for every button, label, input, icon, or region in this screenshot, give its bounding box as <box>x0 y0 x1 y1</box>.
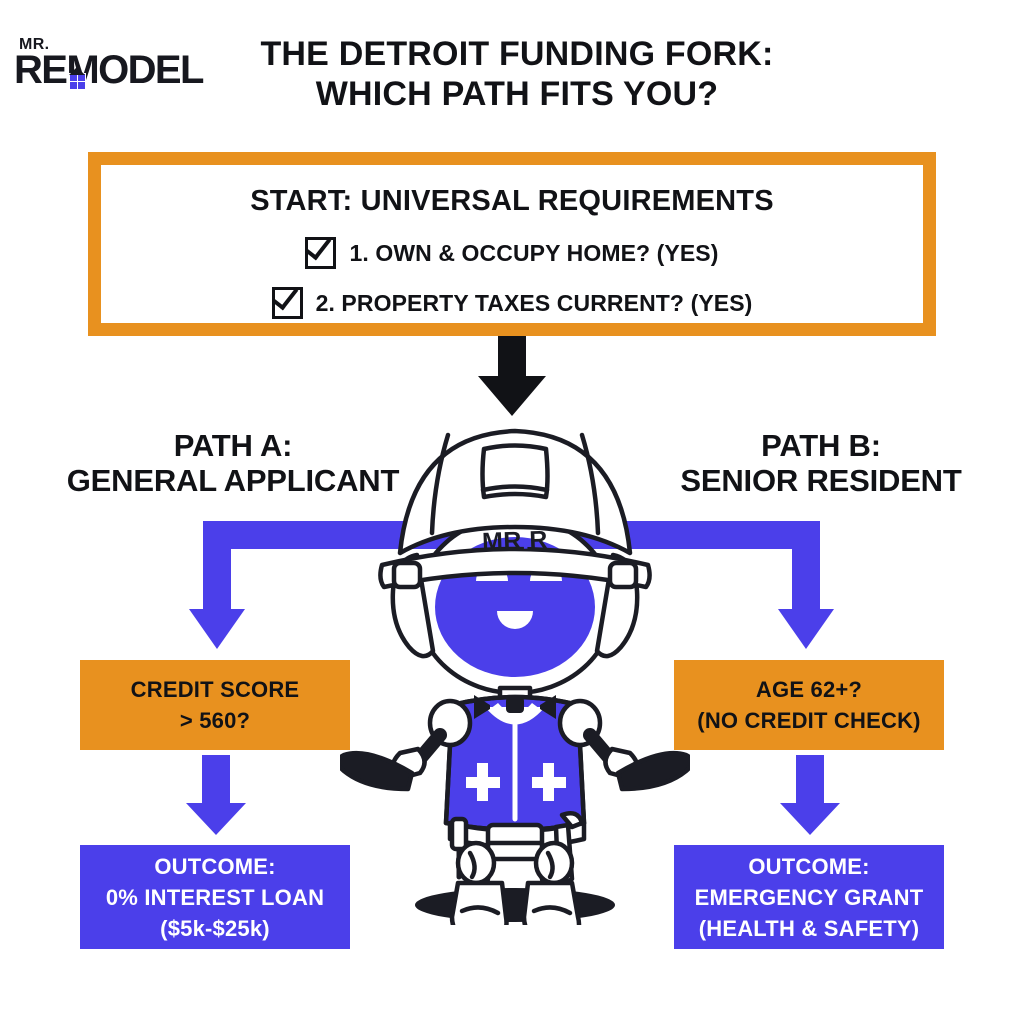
path-a-outcome-line-2: 0% INTEREST LOAN <box>105 884 325 910</box>
start-box-title: START: UNIVERSAL REQUIREMENTS <box>250 185 774 217</box>
path-b-heading: PATH B: SENIOR RESIDENT <box>646 428 996 498</box>
path-a-heading-line-1: PATH A: <box>173 428 293 463</box>
path-b-outcome-box: OUTCOME: EMERGENCY GRANT (HEALTH & SAFET… <box>674 845 944 949</box>
path-a-outcome-line-3: ($5k-$25k) <box>160 915 270 941</box>
path-b-outcome-line-1: OUTCOME: <box>748 853 870 879</box>
path-a-decision-line-1: CREDIT SCORE <box>130 677 300 702</box>
path-a-decision-line-2: > 560? <box>179 708 251 733</box>
page-title: THE DETROIT FUNDING FORK: WHICH PATH FIT… <box>232 34 802 114</box>
arrow-down-icon <box>186 755 246 837</box>
path-a-heading: PATH A: GENERAL APPLICANT <box>58 428 408 498</box>
path-b-decision-line-2: (NO CREDIT CHECK) <box>697 708 921 733</box>
checkbox-checked-icon <box>271 287 303 319</box>
logo-mr-text: MR. <box>19 36 50 53</box>
path-a-outcome-box: OUTCOME: 0% INTEREST LOAN ($5k-$25k) <box>80 845 350 949</box>
requirement-row: 2. PROPERTY TAXES CURRENT? (YES) <box>101 287 923 319</box>
path-b-decision-line-1: AGE 62+? <box>755 677 863 702</box>
start-requirements-box: START: UNIVERSAL REQUIREMENTS 1. OWN & O… <box>88 152 936 336</box>
path-b-heading-line-1: PATH B: <box>761 428 881 463</box>
logo-remodel-text: REMODEL <box>14 48 204 92</box>
page-title-line-2: WHICH PATH FITS YOU? <box>315 75 719 113</box>
arrow-down-icon <box>780 755 840 837</box>
path-a-decision-box: CREDIT SCORE > 560? <box>80 660 350 750</box>
arrow-down-icon <box>478 336 546 416</box>
mascot-robot-illustration: MR.R <box>340 405 690 925</box>
page-title-line-1: THE DETROIT FUNDING FORK: <box>260 35 774 73</box>
requirement-label: 1. OWN & OCCUPY HOME? (YES) <box>349 239 719 266</box>
requirement-row: 1. OWN & OCCUPY HOME? (YES) <box>101 237 923 269</box>
requirement-label: 2. PROPERTY TAXES CURRENT? (YES) <box>315 289 753 316</box>
path-b-outcome-line-3: (HEALTH & SAFETY) <box>698 915 920 941</box>
path-b-heading-line-2: SENIOR RESIDENT <box>680 463 962 498</box>
house-window-icon <box>69 67 86 90</box>
brand-logo: MR. REMODEL <box>14 36 214 96</box>
path-b-outcome-line-2: EMERGENCY GRANT <box>694 884 924 910</box>
path-a-heading-line-2: GENERAL APPLICANT <box>66 463 400 498</box>
path-b-decision-box: AGE 62+? (NO CREDIT CHECK) <box>674 660 944 750</box>
path-a-outcome-line-1: OUTCOME: <box>154 853 276 879</box>
checkbox-checked-icon <box>305 237 337 269</box>
